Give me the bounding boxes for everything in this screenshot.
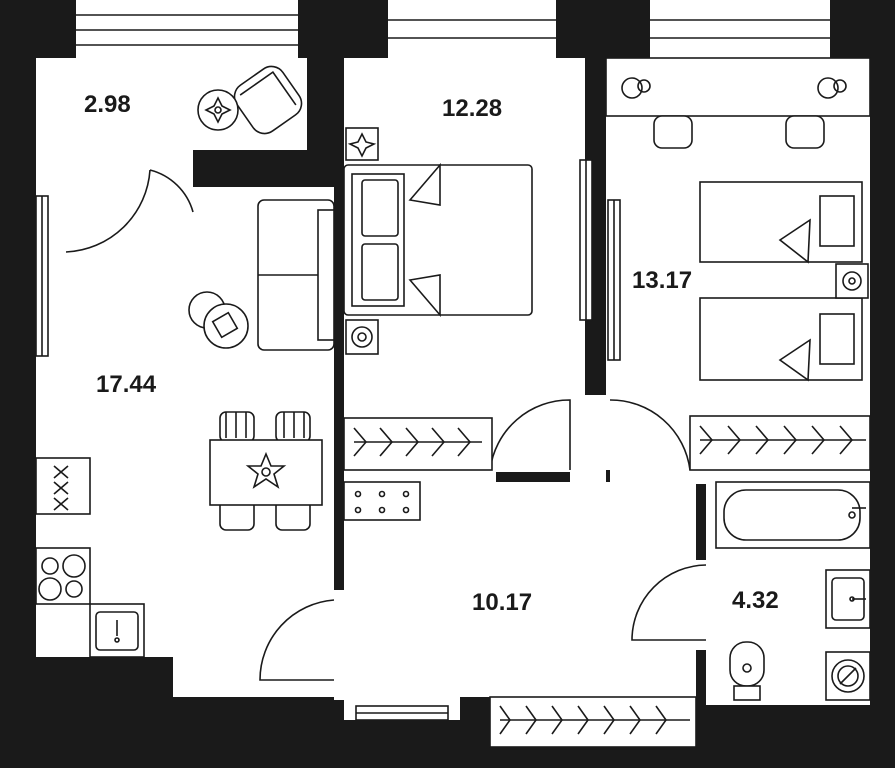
living-furniture <box>35 199 335 658</box>
door-bedroom-1 <box>489 399 571 471</box>
door-bedroom-2 <box>609 399 691 471</box>
bedroom-2-furniture <box>605 57 871 471</box>
single-bed-icon <box>699 297 863 382</box>
area-label-balcony: 2.98 <box>84 91 131 118</box>
bedroom-1-furniture <box>343 127 533 471</box>
windows <box>35 0 830 721</box>
area-label-living-kitchen: 17.44 <box>96 371 157 398</box>
single-bed-icon <box>699 181 863 264</box>
kitchen-sink-icon <box>95 611 139 651</box>
bathtub-icon <box>715 481 871 549</box>
coffee-table-icon <box>188 291 249 349</box>
washing-machine-icon <box>825 651 871 701</box>
plant-icon <box>197 89 239 131</box>
wardrobe-icon <box>343 417 493 471</box>
area-labels: 2.98 12.28 13.17 17.44 10.17 4.32 <box>84 91 779 616</box>
armchair-icon <box>233 65 303 135</box>
window-bedroom-2 <box>650 0 830 58</box>
window-bedroom-1 <box>388 0 556 58</box>
door-bathroom <box>631 564 707 641</box>
dining-table-icon <box>209 411 323 531</box>
area-label-bathroom: 4.32 <box>732 587 779 614</box>
bathroom-fixtures <box>715 481 871 701</box>
door-balcony <box>65 169 194 253</box>
doors <box>65 169 707 681</box>
stove-icon <box>38 554 86 601</box>
area-label-bedroom-2: 13.17 <box>632 267 692 294</box>
balcony-furniture <box>197 65 303 135</box>
desk-icon <box>605 57 871 149</box>
nightstand-lamp-icon <box>835 263 869 299</box>
sink-icon <box>825 569 871 629</box>
sofa-icon <box>257 199 335 351</box>
plant-icon <box>345 127 379 161</box>
area-label-bedroom-1: 12.28 <box>442 95 502 122</box>
toilet-icon <box>729 641 765 701</box>
wardrobe-icon <box>689 415 871 471</box>
hallway-furniture <box>343 481 697 748</box>
double-bed-icon <box>343 162 533 318</box>
shoe-rack-icon <box>343 481 421 521</box>
window-balcony <box>76 0 298 58</box>
window-bedroom-2-side <box>607 199 621 361</box>
window-hallway-bottom <box>355 705 449 721</box>
window-bedroom-1-side <box>579 159 593 321</box>
area-label-hallway: 10.17 <box>472 589 532 616</box>
wardrobe-icon <box>489 696 697 748</box>
window-living <box>35 195 49 357</box>
door-living <box>259 599 335 681</box>
nightstand-lamp-icon <box>345 319 379 355</box>
